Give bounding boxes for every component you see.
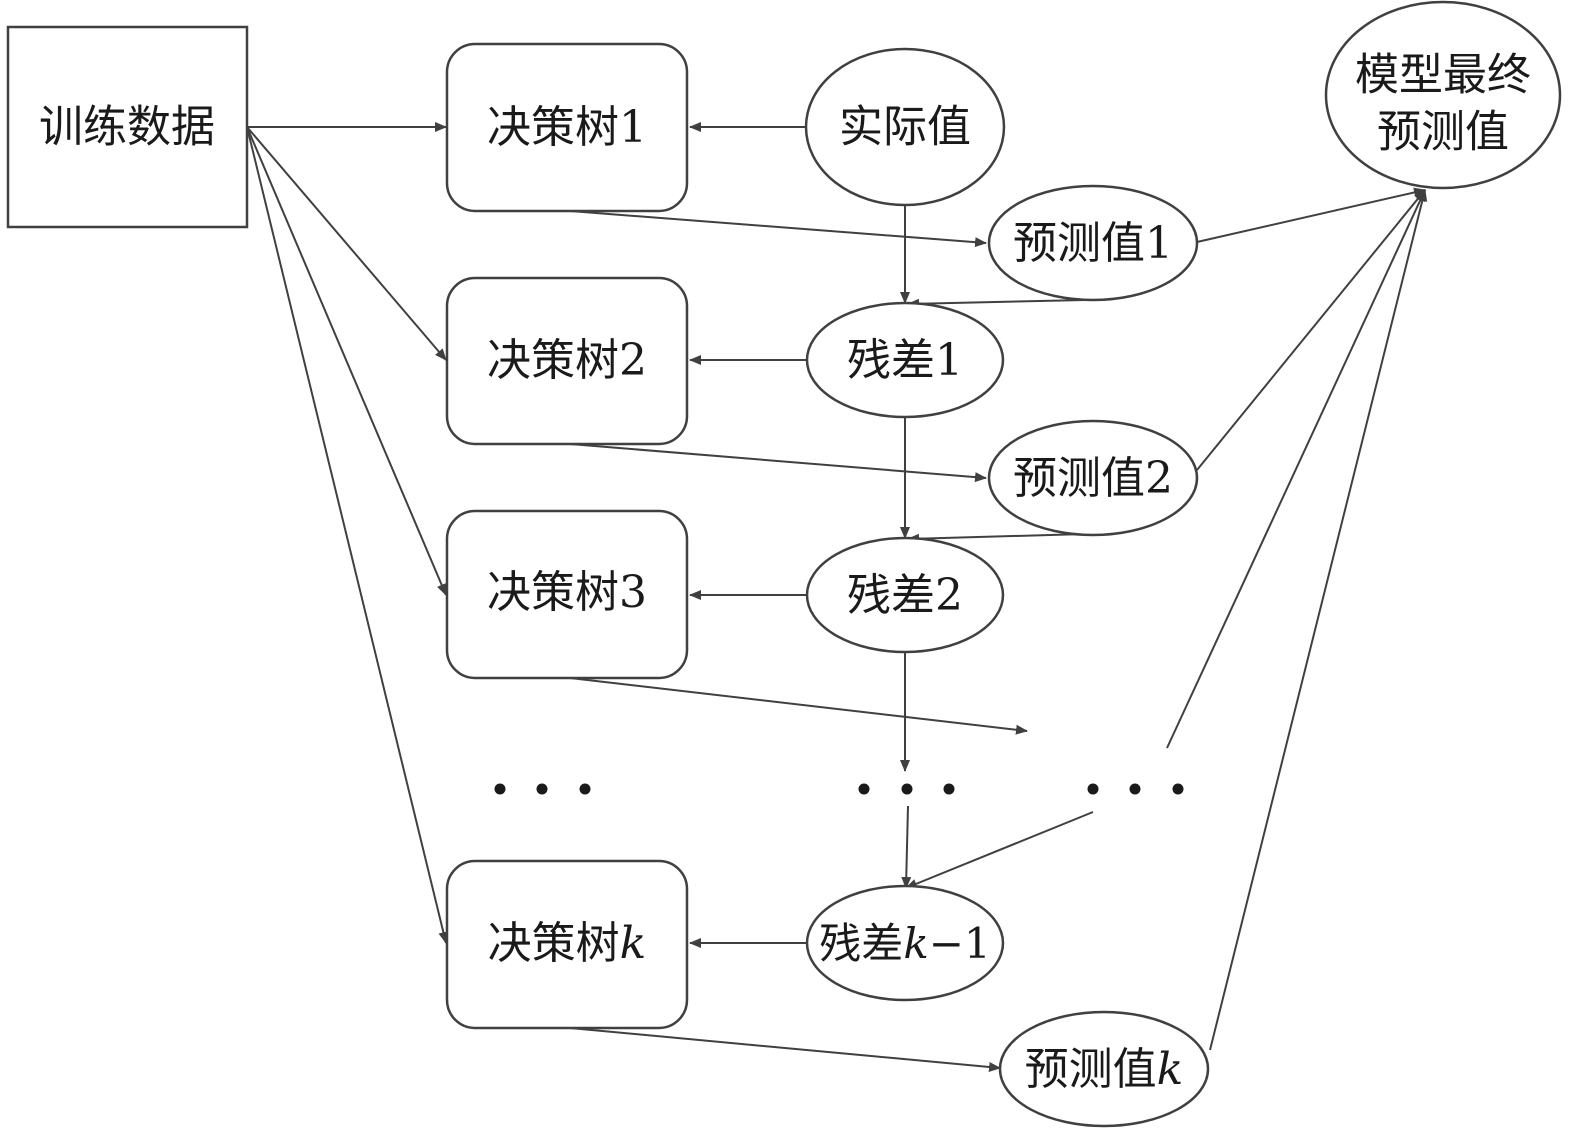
edge-pred1-to-final bbox=[1196, 187, 1426, 243]
edge-pred2-to-residual2 bbox=[907, 533, 1086, 544]
prediction-node-k: 预测值k bbox=[998, 1010, 1210, 1128]
edge-pred2-to-final bbox=[1196, 189, 1426, 471]
edge-ellipsis-to-residualk bbox=[901, 805, 912, 889]
training-data-node: 训练数据 bbox=[6, 25, 249, 229]
residual-label-1: 残差1 bbox=[847, 335, 963, 386]
tree-node-3: 决策树3 bbox=[445, 509, 689, 680]
edge-data-to-tree2 bbox=[246, 126, 447, 361]
prediction-node-1: 预测值1 bbox=[987, 184, 1199, 302]
prediction-label-2: 预测值2 bbox=[1013, 453, 1173, 504]
edge-pred1-to-residual1 bbox=[907, 298, 1086, 309]
edge-tree3-to-ellipsis bbox=[569, 677, 1028, 735]
edge-data-to-treek bbox=[246, 126, 449, 944]
training-data-label: 训练数据 bbox=[39, 102, 215, 153]
edge-ellipsis-to-final bbox=[1166, 189, 1426, 749]
edge-tree1-to-pred1 bbox=[569, 210, 987, 248]
ellipsis-residuals bbox=[858, 783, 955, 795]
actual-value-label: 实际值 bbox=[839, 102, 971, 153]
ellipsis-trees bbox=[494, 783, 591, 795]
edge-tree2-to-pred2 bbox=[569, 443, 987, 483]
residual-node-1: 残差1 bbox=[805, 301, 1005, 419]
actual-value-node: 实际值 bbox=[804, 47, 1006, 207]
residual-node-k: 残差k−1 bbox=[805, 884, 1005, 1002]
prediction-label-1: 预测值1 bbox=[1013, 218, 1173, 269]
tree-label-k: 决策树k bbox=[488, 918, 647, 969]
tree-node-k: 决策树k bbox=[445, 859, 689, 1030]
final-prediction-label-line2: 预测值 bbox=[1377, 107, 1509, 158]
tree-label-1: 决策树1 bbox=[487, 102, 647, 153]
tree-node-1: 决策树1 bbox=[445, 42, 689, 213]
edges bbox=[246, 122, 1428, 1072]
residual-node-2: 残差2 bbox=[805, 536, 1005, 654]
residual-label-k: 残差k−1 bbox=[819, 919, 990, 968]
prediction-label-k: 预测值k bbox=[1025, 1044, 1184, 1095]
tree-label-2: 决策树2 bbox=[487, 335, 647, 386]
ellipsis-predictions bbox=[1087, 783, 1184, 795]
residual-label-2: 残差2 bbox=[847, 570, 963, 621]
tree-node-2: 决策树2 bbox=[445, 276, 689, 446]
final-prediction-label-line1: 模型最终 bbox=[1355, 50, 1531, 101]
tree-label-3: 决策树3 bbox=[487, 567, 647, 618]
edge-data-to-tree3 bbox=[246, 126, 447, 596]
prediction-node-2: 预测值2 bbox=[987, 419, 1199, 537]
edge-treek-to-predk bbox=[569, 1027, 1001, 1072]
edge-predk-to-final bbox=[1209, 189, 1428, 1051]
final-prediction-node: 模型最终 预测值 bbox=[1324, 0, 1562, 190]
edge-ellipsis-to-residualk-diag bbox=[905, 811, 1094, 889]
